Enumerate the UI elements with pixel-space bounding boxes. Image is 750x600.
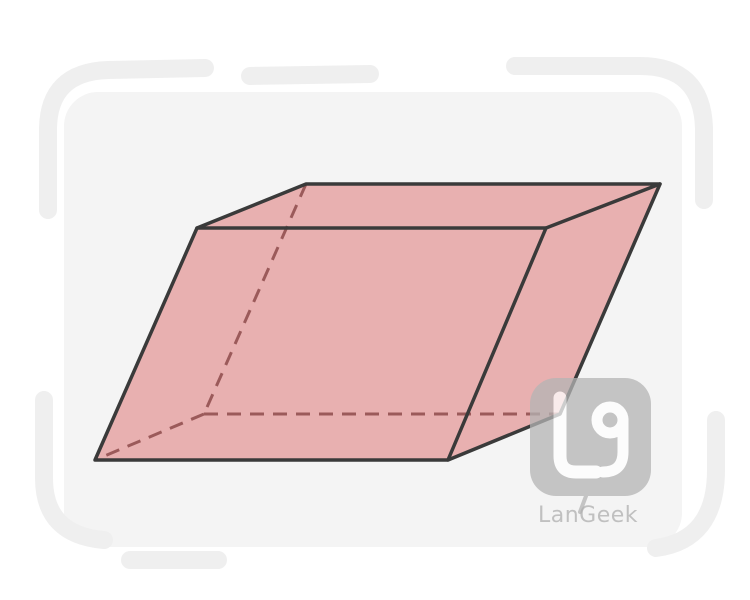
top-face (197, 184, 660, 228)
right-face (448, 184, 660, 460)
watermark-brand-text: LanGeek (537, 503, 639, 528)
top-back-edges (195, 182, 662, 230)
hidden-edges (94, 183, 560, 462)
parallelepiped (93, 182, 662, 462)
hidden-edge-bottom-left (94, 412, 205, 462)
langeek-logo (530, 378, 651, 514)
decorative-frame (35, 57, 725, 569)
hidden-edge-vertical (202, 183, 308, 415)
